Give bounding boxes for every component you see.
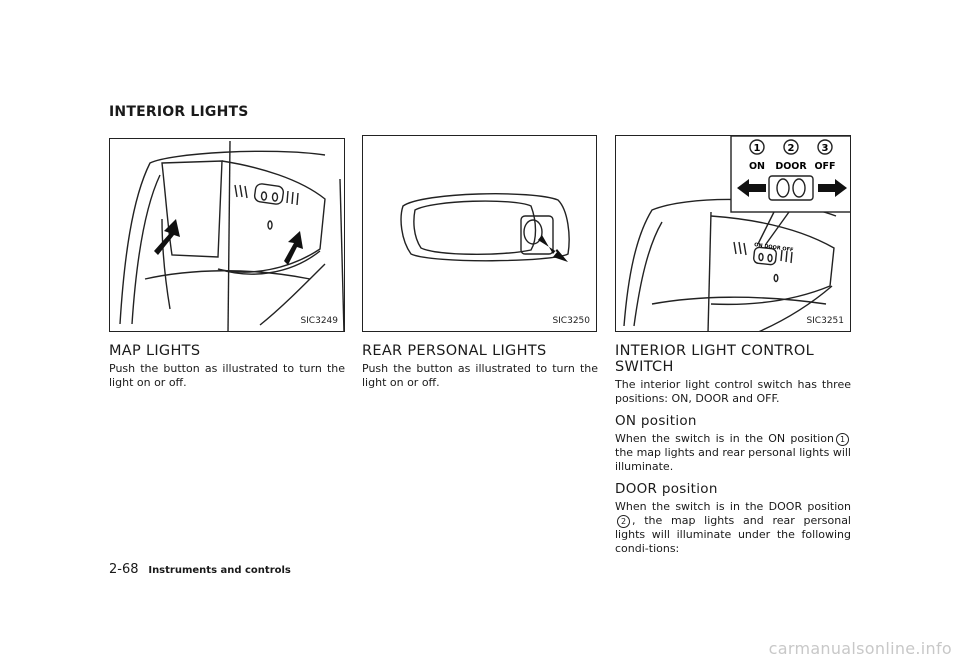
callout-number-2: 2 [788, 143, 795, 154]
watermark: carmanualsonline.info [768, 639, 952, 658]
switch-label: ON DOOR OFF [754, 242, 794, 253]
control-switch-figure: 1 2 3 ON DOOR OFF ON DOOR OFF SIC3251 [615, 135, 851, 332]
on-position-text-before: When the switch is in the ON position [615, 432, 834, 445]
map-lights-illustration [119, 140, 344, 331]
rear-lights-section: REAR PERSONAL LIGHTS Push the button as … [362, 343, 598, 390]
door-position-body: When the switch is in the DOOR position … [615, 500, 851, 556]
on-position-heading: ON position [615, 413, 697, 429]
footer-section-name: Instruments and controls [148, 565, 291, 576]
figure-code: SIC3249 [300, 316, 338, 326]
rear-lights-illustration [400, 193, 570, 262]
door-position-heading: DOOR position [615, 481, 718, 497]
callout-number-1: 1 [754, 143, 761, 154]
map-lights-heading: MAP LIGHTS [109, 343, 201, 359]
page-number: 2-68 [109, 562, 139, 577]
rear-lights-body: Push the button as illustrated to turn t… [362, 362, 598, 389]
page-footer: 2-68 Instruments and controls [109, 562, 291, 577]
control-switch-section: INTERIOR LIGHT CONTROL SWITCH The interi… [615, 343, 851, 556]
rear-lights-figure: SIC3250 [362, 135, 597, 332]
door-position-text-before: When the switch is in the DOOR position [615, 500, 851, 513]
door-position-text-after: , the map lights and rear personal light… [615, 514, 851, 555]
map-lights-section: MAP LIGHTS Push the button as illustrate… [109, 343, 345, 390]
control-switch-body: The interior light control switch has th… [615, 378, 851, 405]
figure-code: SIC3250 [552, 316, 590, 326]
callout-label-on: ON [749, 161, 765, 172]
rear-lights-heading: REAR PERSONAL LIGHTS [362, 343, 547, 359]
callout-label-door: DOOR [775, 161, 807, 172]
section-title: INTERIOR LIGHTS [109, 104, 249, 120]
marker-1-icon: 1 [836, 432, 849, 446]
map-lights-figure: SIC3249 [109, 138, 345, 332]
callout-label-off: OFF [814, 161, 835, 172]
figure-code: SIC3251 [806, 316, 844, 326]
callout-number-3: 3 [822, 143, 829, 154]
marker-2-icon: 2 [617, 514, 630, 528]
on-position-text-after: the map lights and rear personal lights … [615, 446, 851, 473]
control-switch-heading: INTERIOR LIGHT CONTROL SWITCH [615, 343, 814, 375]
control-switch-illustration: 1 2 3 ON DOOR OFF ON DOOR OFF [623, 136, 850, 331]
map-lights-body: Push the button as illustrated to turn t… [109, 362, 345, 389]
